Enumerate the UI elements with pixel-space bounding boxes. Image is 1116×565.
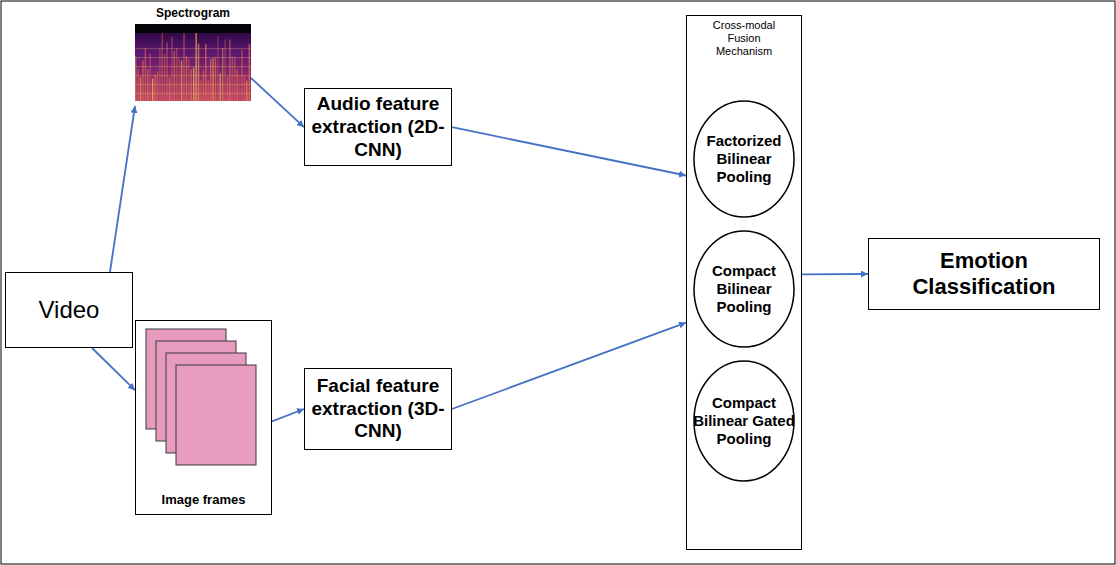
frames-box: Image frames: [135, 320, 272, 515]
node-label: Emotion Classification: [881, 248, 1087, 301]
source-box: Video: [5, 272, 133, 348]
node-label: Video: [39, 296, 100, 325]
output-box: Emotion Classification: [868, 238, 1100, 310]
spectrogram-picture: [135, 24, 251, 101]
method-ellipse: Compact Bilinear Gated Pooling: [693, 360, 795, 482]
flow-arrow: [92, 348, 135, 390]
frame-stack: [136, 321, 271, 514]
process-box: Facial feature extraction (3D-CNN): [304, 368, 452, 450]
node-label: Cross-modal Fusion Mechanism: [699, 19, 789, 59]
node-label: Audio feature extraction (2D-CNN): [311, 93, 445, 161]
fusion-container: Factorized Bilinear PoolingCompact Bilin…: [686, 15, 802, 550]
spectrogram-image: Spectrogram: [135, 6, 251, 106]
node-label: Compact Bilinear Gated Pooling: [693, 394, 795, 448]
flow-arrow: [251, 78, 304, 127]
node-label: Image frames: [162, 492, 246, 508]
flow-arrow: [802, 273, 868, 275]
node-label: Facial feature extraction (3D-CNN): [311, 375, 445, 443]
method-ellipse: Compact Bilinear Pooling: [693, 230, 795, 348]
node-label: Factorized Bilinear Pooling: [693, 132, 795, 186]
flow-arrow: [272, 409, 304, 421]
process-box: Audio feature extraction (2D-CNN): [304, 88, 452, 166]
flow-arrow: [452, 323, 686, 409]
method-ellipse: Factorized Bilinear Pooling: [693, 100, 795, 218]
flow-arrow: [110, 106, 135, 272]
node-label: Spectrogram: [156, 6, 230, 20]
node-label: Compact Bilinear Pooling: [693, 262, 795, 316]
flow-arrow: [452, 127, 686, 175]
